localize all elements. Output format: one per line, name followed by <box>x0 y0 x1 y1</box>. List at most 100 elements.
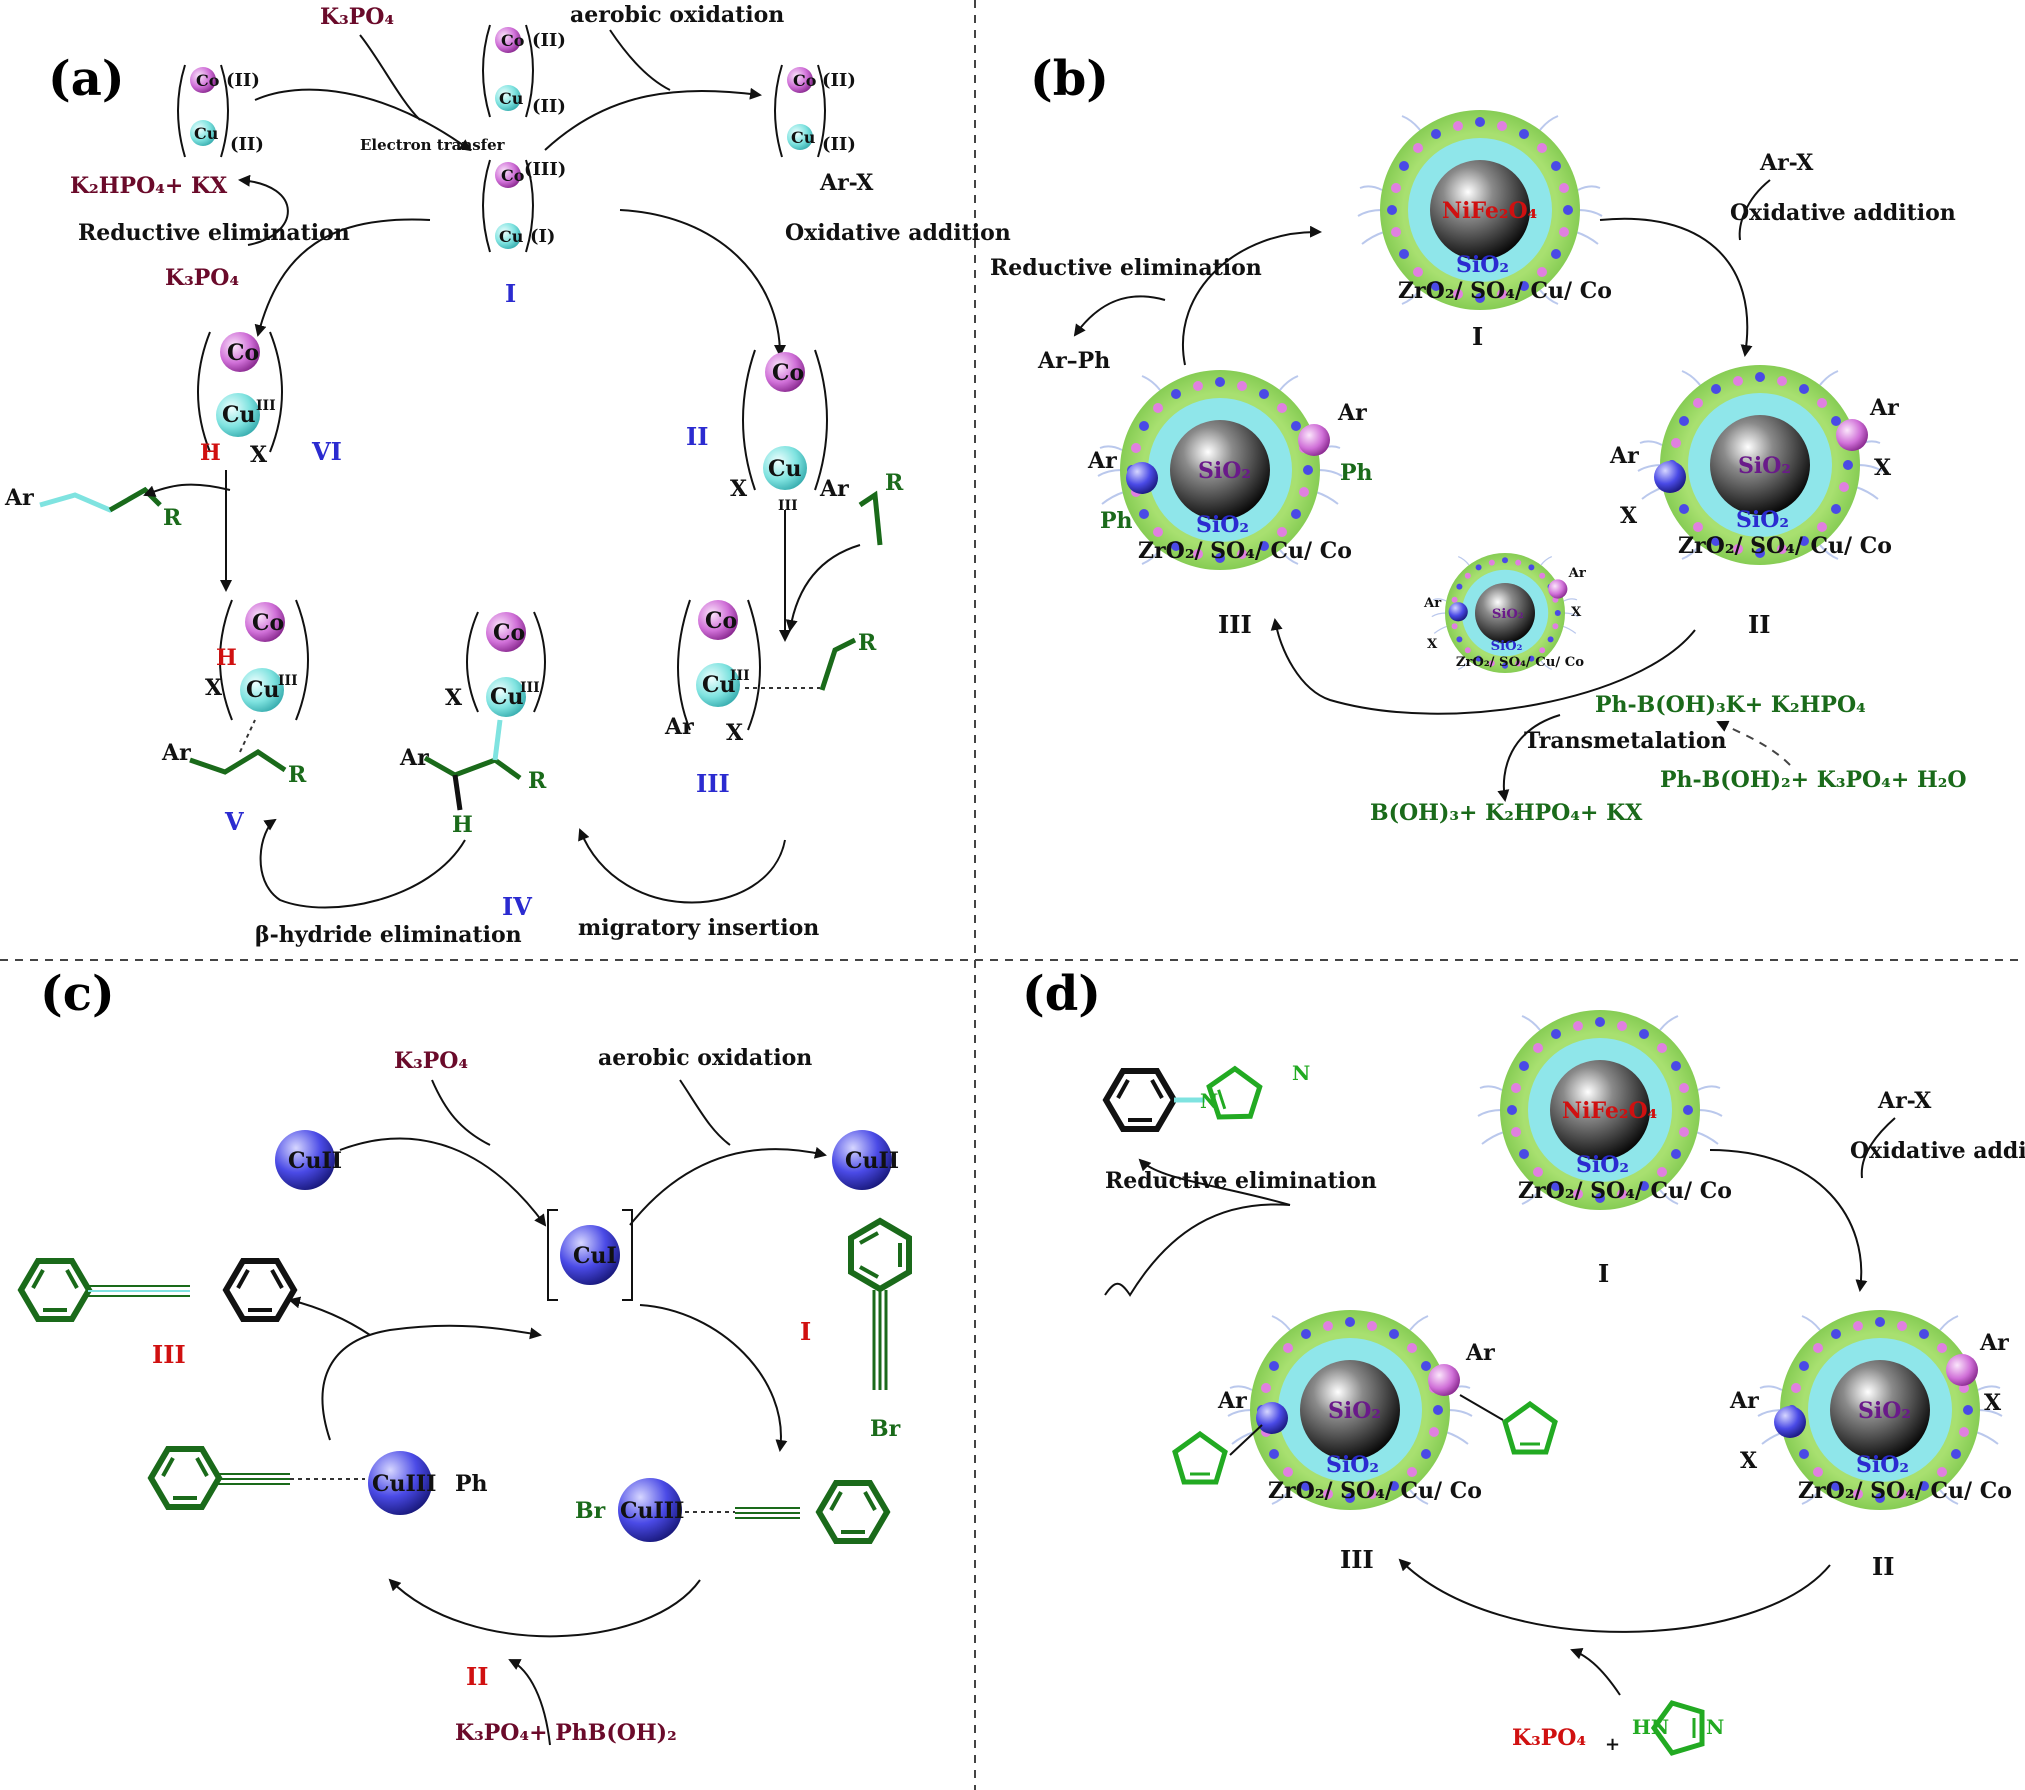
svg-text:N: N <box>1706 1715 1724 1739</box>
svg-text:ZrO₂/ SO₄/ Cu/ Co: ZrO₂/ SO₄/ Cu/ Co <box>1268 1478 1482 1504</box>
svg-text:Co: Co <box>493 620 525 646</box>
svg-text:Ph: Ph <box>1100 508 1133 534</box>
svg-text:ZrO₂/ SO₄/ Cu/ Co: ZrO₂/ SO₄/ Cu/ Co <box>1518 1178 1732 1204</box>
nanoparticle-I-d: NiFe₂O₄ SiO₂ ZrO₂/ SO₄/ Cu/ Co <box>1477 1009 1732 1211</box>
roman-II-c: II <box>466 1662 488 1691</box>
diphenylacetylene <box>21 1261 294 1319</box>
k2hpo4-kx-a: K₂HPO₄+ KX <box>70 173 228 199</box>
intermediate-II-a: Co Cu X Ar III <box>730 349 849 514</box>
roman-I-b: I <box>1472 322 1483 351</box>
k3po4-top-a: K₃PO₄ <box>320 4 394 30</box>
svg-text:SiO₂: SiO₂ <box>1456 252 1509 278</box>
aerobic-oxidation-c: aerobic oxidation <box>598 1045 812 1071</box>
roman-VI-a: VI <box>311 437 342 466</box>
svg-text:(II): (II) <box>532 96 566 117</box>
co-cu-pair-right: Co Cu (II) (II) <box>774 64 856 158</box>
svg-text:III: III <box>730 668 750 684</box>
svg-text:Ph: Ph <box>1340 460 1373 486</box>
svg-text:Cu: Cu <box>702 672 736 698</box>
svg-text:Co: Co <box>705 608 737 634</box>
product-ar-a: Ar <box>4 485 34 511</box>
roman-III-d: III <box>1340 1545 1374 1574</box>
svg-text:Cu: Cu <box>490 684 524 710</box>
svg-text:R: R <box>885 470 904 496</box>
svg-text:III: III <box>778 498 798 514</box>
nanoparticle-II-b: SiO₂ SiO₂ ZrO₂/ SO₄/ Cu/ Co Ar X Ar X <box>1609 364 1899 566</box>
n-phenylimidazole: N N <box>1106 1061 1310 1129</box>
electron-transfer-label: Electron transfer <box>360 136 506 154</box>
beta-hydride-elimination: β-hydride elimination <box>255 922 522 948</box>
svg-text:Cu: Cu <box>791 128 816 147</box>
svg-text:CuI: CuI <box>573 1243 617 1269</box>
svg-text:HN: HN <box>1632 1715 1669 1739</box>
svg-text:H: H <box>452 812 473 838</box>
svg-text:Br: Br <box>575 1498 606 1524</box>
svg-text:Co: Co <box>252 610 284 636</box>
nanoparticle-I-b: NiFe₂O₄ SiO₂ ZrO₂/ SO₄/ Cu/ Co <box>1357 109 1612 311</box>
svg-text:X: X <box>730 476 748 502</box>
svg-text:R: R <box>288 762 307 788</box>
svg-text:NiFe₂O₄: NiFe₂O₄ <box>1442 198 1537 224</box>
svg-text:Cu: Cu <box>499 227 524 246</box>
oxidative-addition-d: Oxidative addition <box>1850 1138 2025 1164</box>
svg-text:H: H <box>200 440 221 466</box>
ar-x-b: Ar-X <box>1759 150 1814 176</box>
svg-text:ZrO₂/ SO₄/ Cu/ Co: ZrO₂/ SO₄/ Cu/ Co <box>1138 538 1352 564</box>
svg-text:ZrO₂/ SO₄/ Cu/ Co: ZrO₂/ SO₄/ Cu/ Co <box>1678 533 1892 559</box>
svg-text:X: X <box>250 442 268 468</box>
product-r-a: R <box>163 505 182 531</box>
aerobic-oxidation-a: aerobic oxidation <box>570 2 784 28</box>
roman-I-d: I <box>1598 1259 1609 1288</box>
svg-text:SiO₂: SiO₂ <box>1856 1452 1909 1478</box>
reductive-elimination-d: Reductive elimination <box>1105 1168 1377 1194</box>
svg-text:Co: Co <box>772 360 804 386</box>
roman-I-c: I <box>800 1317 811 1346</box>
nanoparticle-II-d: SiO₂ SiO₂ ZrO₂/ SO₄/ Cu/ Co Ar X Ar X <box>1729 1309 2012 1511</box>
svg-text:III: III <box>256 398 276 414</box>
ar-x-d: Ar-X <box>1877 1088 1932 1114</box>
svg-text:CuII: CuII <box>288 1148 342 1174</box>
panel-c-label: (c) <box>40 966 115 1022</box>
nanoparticle-III-b: SiO₂ SiO₂ ZrO₂/ SO₄/ Cu/ Co Ar Ph Ar Ph <box>1087 369 1373 571</box>
svg-text:SiO₂: SiO₂ <box>1491 639 1523 654</box>
ph-boh3k: Ph-B(OH)₃K+ K₂HPO₄ <box>1595 692 1866 718</box>
svg-text:Co: Co <box>501 31 525 50</box>
svg-text:Ar: Ar <box>1217 1388 1247 1414</box>
svg-text:III: III <box>520 680 540 696</box>
reductive-elimination-a: Reductive elimination <box>78 220 350 246</box>
svg-text:X: X <box>726 720 744 746</box>
svg-text:Ar: Ar <box>399 745 429 771</box>
roman-III-b: III <box>1218 610 1252 639</box>
svg-text:Ar: Ar <box>1465 1340 1495 1366</box>
roman-V-a: V <box>224 807 244 836</box>
transmetalation: Transmetalation <box>1524 728 1727 754</box>
intermediate-V-a: Co Cu III H X Ar R <box>161 599 309 788</box>
svg-text:(II): (II) <box>532 30 566 51</box>
panel-b-label: (b) <box>1030 51 1109 107</box>
ar-ph-b: Ar–Ph <box>1037 348 1110 374</box>
ph-cuIII-complex: CuIII Ph <box>151 1449 488 1515</box>
svg-text:Cu: Cu <box>222 402 256 428</box>
panel-b: (b) NiFe₂O₄ SiO₂ ZrO₂/ SO₄/ Cu/ Co I Ar-… <box>990 51 1967 826</box>
svg-text:NiFe₂O₄: NiFe₂O₄ <box>1562 1098 1657 1124</box>
svg-text:(II): (II) <box>226 70 260 91</box>
svg-text:SiO₂: SiO₂ <box>1196 512 1249 538</box>
svg-text:(III): (III) <box>524 159 566 180</box>
svg-text:(II): (II) <box>822 70 856 91</box>
panel-d: (d) N N Reductive elimination NiFe₂O₄ Si… <box>1022 966 2025 1755</box>
svg-text:ZrO₂/ SO₄/ Cu/ Co: ZrO₂/ SO₄/ Cu/ Co <box>1456 655 1584 670</box>
migratory-insertion: migratory insertion <box>578 915 819 941</box>
svg-text:X: X <box>1874 455 1892 481</box>
svg-text:R: R <box>858 630 877 656</box>
svg-text:CuIII: CuIII <box>620 1498 684 1524</box>
nanoparticle-small-b: SiO₂ SiO₂ ZrO₂/ SO₄/ Cu/ Co Ar X Ar X <box>1423 552 1587 674</box>
br-cuIII-complex: CuIII Br <box>575 1478 887 1542</box>
co-cu-stack-center: Co Cu (II) (II) Co Cu (III) (I) <box>482 24 566 253</box>
svg-text:ZrO₂/ SO₄/ Cu/ Co: ZrO₂/ SO₄/ Cu/ Co <box>1798 1478 2012 1504</box>
k3po4-c: K₃PO₄ <box>394 1048 468 1074</box>
svg-text:X: X <box>445 685 463 711</box>
imidazole-right <box>1505 1404 1555 1452</box>
panel-a: (a) Co Cu (II) (II) Co Cu (II) (II) Co C… <box>4 2 1011 948</box>
svg-text:H: H <box>216 645 237 671</box>
ph-boh2-reagents: Ph-B(OH)₂+ K₃PO₄+ H₂O <box>1660 767 1967 793</box>
